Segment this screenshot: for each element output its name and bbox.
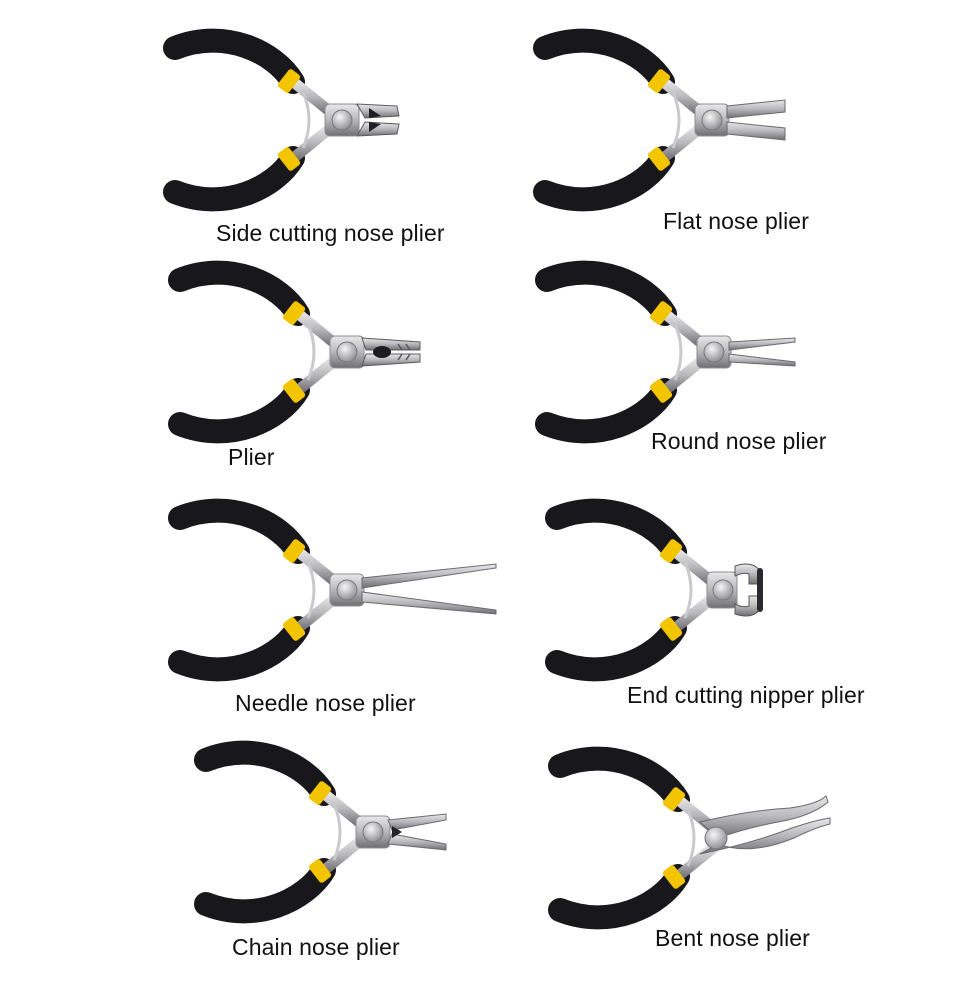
bent-nose-plier-label: Bent nose plier [655, 925, 810, 951]
end-cutting-nipper-plier-label: End cutting nipper plier [627, 682, 865, 708]
side-cutting-plier-icon [163, 28, 505, 212]
round-nose-plier-icon [535, 260, 877, 444]
combination-plier-icon [168, 260, 510, 444]
chain-nose-plier-label: Chain nose plier [232, 934, 400, 960]
round-nose-plier-label: Round nose plier [651, 428, 827, 454]
chain-nose-plier-icon [194, 740, 536, 924]
needle-nose-plier-icon [168, 498, 510, 682]
flat-nose-plier-label: Flat nose plier [663, 208, 809, 234]
flat-nose-plier-icon [533, 28, 875, 212]
end-cutting-nipper-plier-icon [545, 498, 887, 682]
plier-label: Plier [228, 444, 275, 470]
side-cutting-plier-label: Side cutting nose plier [216, 220, 445, 246]
bent-nose-plier-icon [548, 746, 890, 930]
needle-nose-plier-label: Needle nose plier [235, 690, 416, 716]
